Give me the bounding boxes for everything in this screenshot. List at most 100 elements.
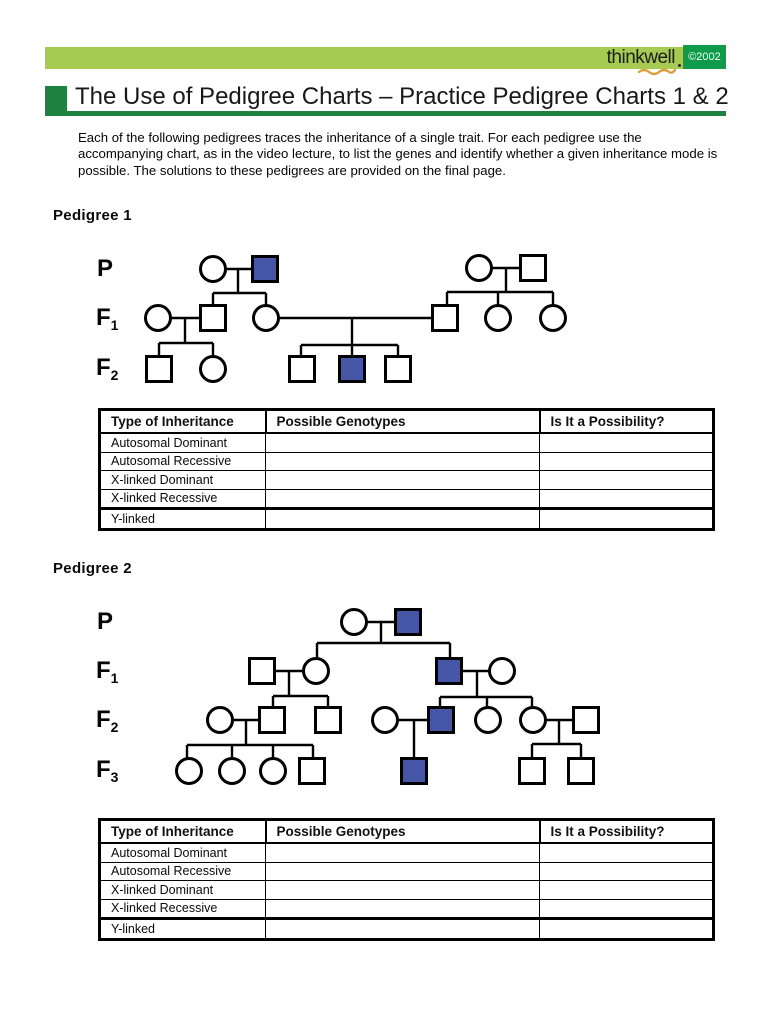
table-cell (265, 917, 540, 940)
table-cell: X-linked Dominant (99, 470, 266, 490)
table-cell (265, 451, 540, 471)
table-cell (265, 470, 540, 490)
table-header-cell: Possible Genotypes (264, 818, 541, 844)
male-node (145, 355, 173, 383)
male-node-affected (400, 757, 428, 785)
generation-label: P (97, 255, 114, 282)
title-underline (45, 111, 726, 116)
male-node-affected (394, 608, 422, 636)
male-node (518, 757, 546, 785)
female-node (539, 304, 567, 332)
table-cell (539, 917, 714, 940)
table-cell (265, 861, 540, 881)
female-node (474, 706, 502, 734)
male-node (314, 706, 342, 734)
intro-text: Each of the following pedigrees traces t… (78, 130, 718, 178)
generation-label: P (97, 608, 114, 635)
female-node (199, 355, 227, 383)
female-node (218, 757, 246, 785)
table-cell (539, 470, 714, 490)
table-cell (539, 451, 714, 471)
table-header-cell: Is It a Possibility? (538, 408, 715, 434)
female-node (175, 757, 203, 785)
table-row: Y-linked (99, 507, 714, 530)
table-cell: Autosomal Dominant (99, 842, 266, 863)
header-bar (45, 47, 726, 69)
table-cell (539, 488, 714, 509)
male-node (384, 355, 412, 383)
female-node (371, 706, 399, 734)
male-node-affected (427, 706, 455, 734)
male-node (572, 706, 600, 734)
male-node (298, 757, 326, 785)
male-node-affected (251, 255, 279, 283)
table-row: Autosomal Dominant (99, 842, 714, 863)
section-heading-pedigree-1: Pedigree 1 (53, 207, 132, 224)
table-cell: Y-linked (99, 507, 266, 530)
female-node (465, 254, 493, 282)
female-node (206, 706, 234, 734)
table-row: X-linked Dominant (99, 470, 714, 490)
brand-squiggle-icon (637, 68, 677, 76)
table-cell (265, 507, 540, 530)
female-node (144, 304, 172, 332)
copyright-badge: ©2002 (683, 45, 726, 69)
male-node (519, 254, 547, 282)
table-header-cell: Is It a Possibility? (538, 818, 715, 844)
section-heading-pedigree-2: Pedigree 2 (53, 560, 132, 577)
table-cell: Autosomal Recessive (99, 861, 266, 881)
female-node (199, 255, 227, 283)
table-row: X-linked Recessive (99, 898, 714, 919)
brand-logo: thinkwell (606, 47, 676, 68)
table-row: Autosomal Recessive (99, 861, 714, 881)
male-node (248, 657, 276, 685)
table-cell: Autosomal Dominant (99, 432, 266, 453)
female-node (259, 757, 287, 785)
page-title: The Use of Pedigree Charts – Practice Pe… (75, 83, 729, 110)
table-cell: Autosomal Recessive (99, 451, 266, 471)
title-bullet-square (45, 86, 67, 112)
female-node (340, 608, 368, 636)
female-node (519, 706, 547, 734)
male-node (258, 706, 286, 734)
table-cell (265, 432, 540, 453)
brand-registered-dot (678, 64, 681, 67)
table-header-cell: Type of Inheritance (98, 408, 267, 434)
table-header-cell: Type of Inheritance (98, 818, 267, 844)
table-cell (539, 507, 714, 530)
generation-label: F1 (96, 657, 119, 687)
table-cell (539, 861, 714, 881)
generation-label: F2 (96, 354, 119, 384)
female-node (302, 657, 330, 685)
male-node (199, 304, 227, 332)
generation-label: F3 (96, 756, 119, 786)
table-row: Autosomal Dominant (99, 432, 714, 453)
table-row: Y-linked (99, 917, 714, 940)
table-cell (265, 880, 540, 900)
generation-label: F2 (96, 706, 119, 736)
female-node (484, 304, 512, 332)
table-cell: X-linked Recessive (99, 488, 266, 509)
table-cell: X-linked Recessive (99, 898, 266, 919)
table-header-cell: Possible Genotypes (264, 408, 541, 434)
male-node-affected (338, 355, 366, 383)
table-cell (265, 842, 540, 863)
male-node-affected (435, 657, 463, 685)
table-cell (265, 488, 540, 509)
table-row: X-linked Recessive (99, 488, 714, 509)
table-cell (539, 880, 714, 900)
male-node (567, 757, 595, 785)
table-row: Autosomal Recessive (99, 451, 714, 471)
female-node (252, 304, 280, 332)
table-cell (265, 898, 540, 919)
table-cell (539, 842, 714, 863)
table-row: X-linked Dominant (99, 880, 714, 900)
table-cell: Y-linked (99, 917, 266, 940)
female-node (488, 657, 516, 685)
male-node (288, 355, 316, 383)
